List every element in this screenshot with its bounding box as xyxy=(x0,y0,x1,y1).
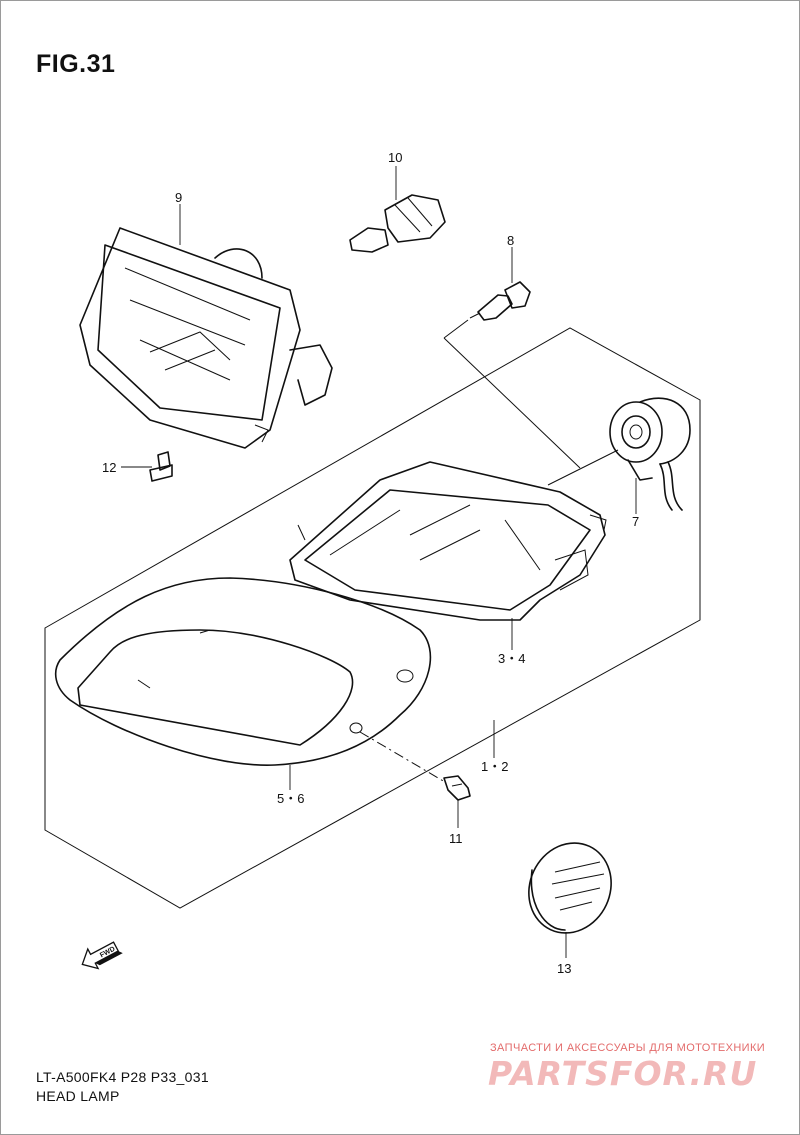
assembly-outline xyxy=(44,327,701,909)
watermark-logo: PARTSFOR.RU xyxy=(488,1054,758,1093)
callout-3-4: 3・4 xyxy=(498,651,525,666)
alignment-line-clip xyxy=(359,731,446,783)
callout-11: 11 xyxy=(449,831,463,846)
position-bulb-part[interactable] xyxy=(469,281,531,321)
callout-12: 12 xyxy=(102,460,116,475)
callout-5-6: 5・6 xyxy=(277,791,304,806)
forward-direction-arrow: FWD xyxy=(81,941,123,970)
model-code: LT-A500FK4 P28 P33_031 xyxy=(36,1069,209,1085)
reflector-part[interactable] xyxy=(514,829,625,946)
socket-wire-part[interactable] xyxy=(609,397,691,511)
part-name: HEAD LAMP xyxy=(36,1088,120,1104)
watermark-tagline: ЗАПЧАСТИ И АКСЕССУАРЫ ДЛЯ МОТОТЕХНИКИ xyxy=(490,1042,766,1054)
alignment-line-bulb-b xyxy=(443,337,581,469)
callout-7: 7 xyxy=(632,514,639,529)
figure-title: FIG.31 xyxy=(36,50,116,78)
callout-13: 13 xyxy=(557,961,571,976)
alignment-line-bulb xyxy=(443,319,469,339)
headlamp-housing-part[interactable] xyxy=(79,227,333,449)
callout-9: 9 xyxy=(175,190,182,205)
alignment-line-socket xyxy=(547,449,619,486)
screw-part[interactable] xyxy=(149,451,173,482)
callout-8: 8 xyxy=(507,233,514,248)
headlamp-lens-unit-part[interactable] xyxy=(289,461,607,621)
headlamp-bulb-part[interactable] xyxy=(349,194,446,253)
callout-1-2: 1・2 xyxy=(481,759,508,774)
headlamp-rim-part[interactable] xyxy=(54,577,432,766)
callout-10: 10 xyxy=(388,150,402,165)
clip-part[interactable] xyxy=(443,775,471,801)
